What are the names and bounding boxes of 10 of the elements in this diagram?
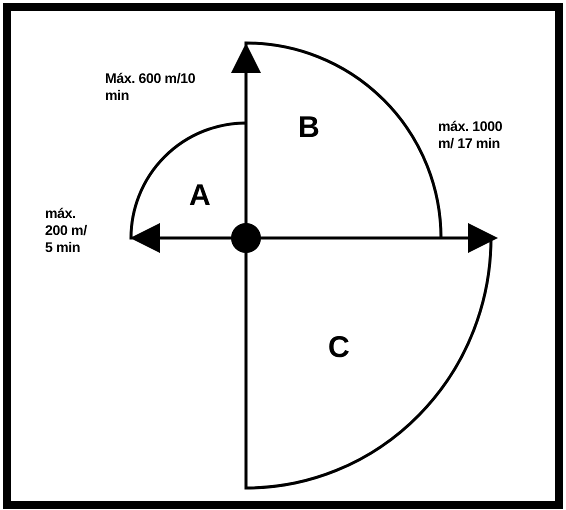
zone-label: A	[189, 181, 211, 211]
range-note: Máx. 600 m/10 min	[105, 70, 196, 104]
quarter-circle-zone	[246, 238, 491, 488]
center-dot	[231, 223, 261, 253]
zone-label: C	[328, 333, 350, 363]
arrow	[130, 223, 231, 253]
zone-label: B	[298, 113, 320, 143]
quarter-circle-zone	[131, 123, 246, 238]
range-note: máx. 200 m/ 5 min	[45, 205, 88, 256]
range-note: máx. 1000 m/ 17 min	[438, 118, 504, 152]
